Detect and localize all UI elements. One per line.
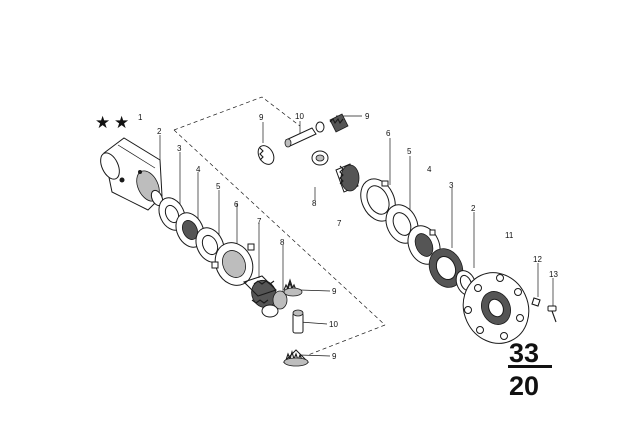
star-icon-1: ★	[95, 113, 110, 132]
left-cross-pin-10	[292, 309, 304, 334]
top-spider-gear-9-left	[257, 145, 275, 165]
group-number-bottom: 20	[509, 371, 539, 401]
assembly-dashed-frame	[173, 96, 386, 356]
callout-5-left: 5	[216, 182, 221, 191]
callout-9-top-right: 9	[365, 112, 370, 121]
callout-11: 11	[505, 231, 514, 240]
callout-4-right: 4	[427, 165, 432, 174]
right-thrust-washer-3	[428, 248, 464, 288]
right-pressure-ring-6	[360, 178, 396, 222]
callout-2-right: 2	[471, 204, 476, 213]
callout-10-top: 10	[295, 112, 304, 121]
left-side-gear-assembly	[242, 275, 288, 318]
callout-8-left: 8	[280, 238, 285, 247]
callout-3-right: 3	[449, 181, 454, 190]
callout-8-top: 8	[312, 199, 317, 208]
callout-7-left: 7	[257, 217, 262, 226]
callout-7-right: 7	[337, 219, 342, 228]
group-number-divider	[508, 365, 552, 368]
callout-6-right: 6	[386, 129, 391, 138]
top-cross-pin-10	[284, 121, 325, 148]
callout-labels: 2 3 4 5 6 7 8 9 10 9 9 10 9 8 6 5 4 7 3 …	[157, 112, 558, 361]
callout-9-bottom: 9	[332, 352, 337, 361]
callout-3-left: 3	[177, 144, 182, 153]
star-icon-2: ★	[114, 113, 129, 132]
callout-12: 12	[533, 255, 542, 264]
center-side-gear-8	[335, 163, 360, 193]
center-thrust-washer	[311, 150, 329, 166]
callout-5-right: 5	[407, 147, 412, 156]
callout-2-left: 2	[157, 127, 162, 136]
lock-washer-12	[531, 297, 541, 307]
callout-10-bottom: 10	[329, 320, 338, 329]
callout-4-left: 4	[196, 165, 201, 174]
bolt-13	[547, 305, 557, 323]
leader-lines-right	[389, 138, 554, 306]
callout-9-mid: 9	[332, 287, 337, 296]
callout-1: 1	[138, 113, 143, 122]
left-friction-disc-4	[175, 212, 205, 248]
differential-cover-11	[462, 272, 530, 344]
top-spider-gear-9-right	[329, 113, 349, 133]
callout-13: 13	[549, 270, 558, 279]
left-spider-gear-9-bottom	[282, 349, 310, 367]
callout-6-left: 6	[234, 200, 239, 209]
left-spider-gear-9-mid	[283, 278, 303, 297]
group-number: 33 20	[508, 338, 552, 401]
callout-9-top-left: 9	[259, 113, 264, 122]
left-pressure-ring-6	[211, 242, 255, 286]
group-number-top: 33	[509, 338, 539, 368]
